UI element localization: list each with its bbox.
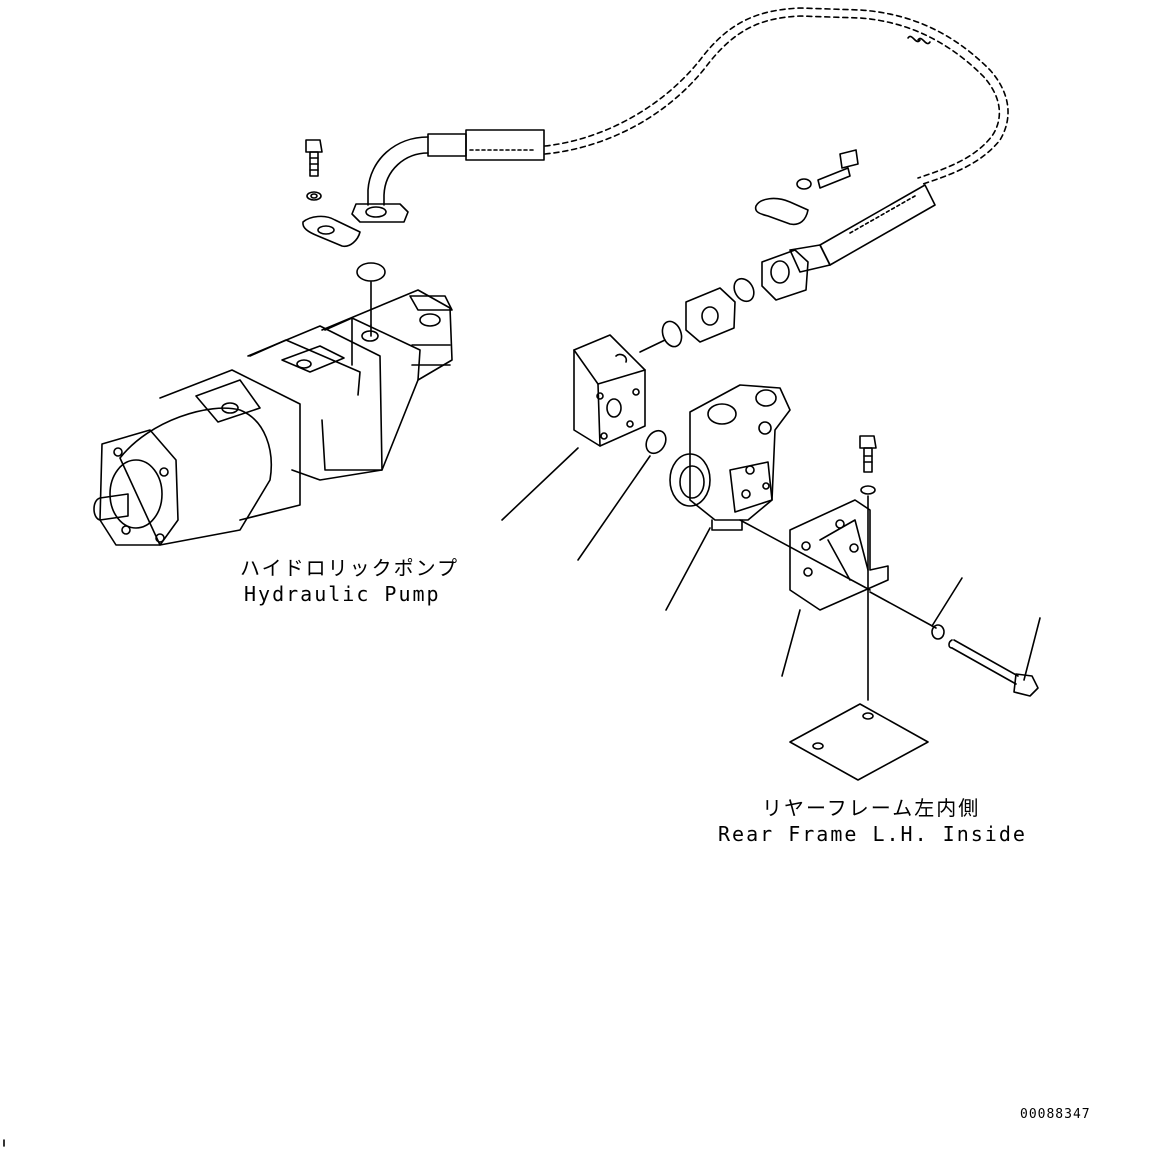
hose-bolt bbox=[754, 149, 859, 226]
frame-label-jp: リヤーフレーム左内側 bbox=[762, 796, 981, 820]
hydraulic-pump bbox=[93, 289, 453, 546]
pump-label-jp: ハイドロリックポンプ bbox=[240, 556, 459, 580]
small-oring bbox=[577, 429, 667, 561]
hose-assembly bbox=[351, 7, 1009, 301]
bracket bbox=[781, 499, 889, 677]
upper-bolt bbox=[302, 139, 386, 326]
valve-body bbox=[665, 384, 871, 611]
frame-label-en: Rear Frame L.H. Inside bbox=[718, 822, 1027, 846]
flange-and-orings bbox=[639, 277, 755, 353]
valve-block bbox=[501, 334, 646, 521]
pump-label-en: Hydraulic Pump bbox=[244, 582, 441, 606]
document-number: 00088347 bbox=[1020, 1107, 1091, 1122]
bracket-bolt bbox=[789, 435, 929, 781]
long-bolt bbox=[869, 577, 1041, 697]
